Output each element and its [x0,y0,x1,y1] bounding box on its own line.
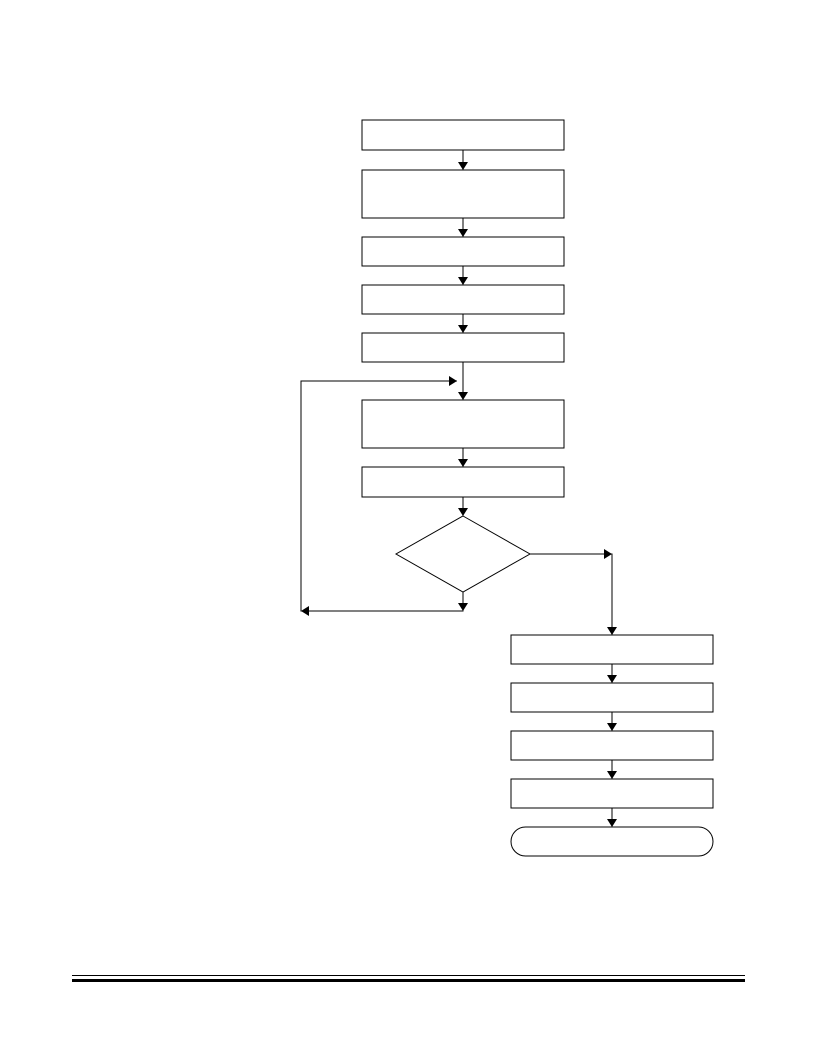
terminator-shape [510,826,714,857]
process-box [510,634,714,665]
process-box [510,682,714,713]
process-box [361,399,565,449]
node-step-6 [361,399,565,449]
node-step-3 [361,236,565,267]
node-decision-1 [394,515,532,593]
node-step-5 [361,332,565,363]
process-box [361,119,565,151]
process-box [361,236,565,267]
footer-rule-thick [72,979,745,982]
node-step-8 [510,634,714,665]
node-step-1 [361,119,565,151]
process-box [510,778,714,809]
process-box [361,332,565,363]
process-box [361,169,565,219]
node-end [510,826,714,857]
node-step-2 [361,169,565,219]
node-step-9 [510,682,714,713]
edge-decision-1-to-step-8 [530,553,617,635]
nodes [361,119,714,857]
process-box [361,466,565,498]
node-step-10 [510,730,714,761]
node-step-11 [510,778,714,809]
node-step-4 [361,284,565,315]
process-box [510,730,714,761]
node-step-7 [361,466,565,498]
edges [300,150,617,827]
process-box [361,284,565,315]
footer-rule-thin [72,975,745,976]
decision-diamond [394,515,532,593]
